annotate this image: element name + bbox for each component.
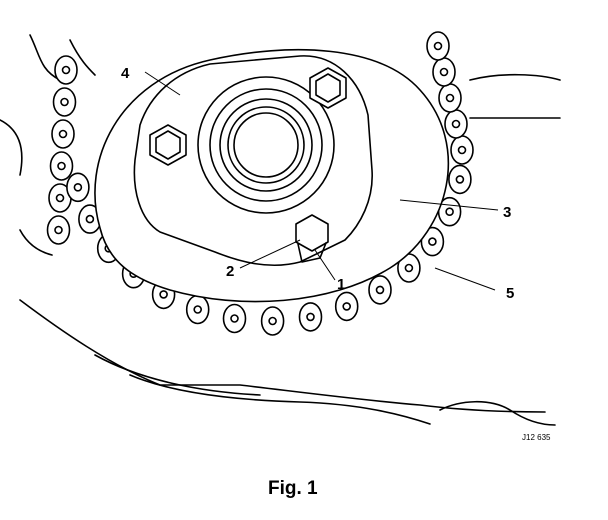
chain-pin xyxy=(230,314,239,323)
chain-pin xyxy=(455,175,465,184)
chain-pin xyxy=(306,312,315,322)
camshaft-hub xyxy=(197,76,335,214)
callout-3: 3 xyxy=(503,204,511,221)
drawing-reference: J12 635 xyxy=(522,433,551,442)
locating-dowel xyxy=(295,214,329,263)
chain-link xyxy=(51,119,75,149)
chain-link xyxy=(448,164,472,195)
chain-pin xyxy=(445,93,455,103)
chain-link xyxy=(66,172,90,203)
bolt-left xyxy=(149,124,187,166)
chain-pin xyxy=(193,305,202,314)
chain-pin xyxy=(159,290,168,299)
chain-pin xyxy=(375,285,385,295)
chain-link xyxy=(438,83,462,113)
chain-pin xyxy=(58,129,68,139)
chain-link xyxy=(444,109,468,139)
chain-link xyxy=(426,31,450,61)
chain-link xyxy=(334,291,359,322)
chain-pin xyxy=(342,302,352,311)
chain-pin xyxy=(404,263,414,273)
chain-link xyxy=(46,215,71,245)
callout-4: 4 xyxy=(121,65,130,82)
chain-pin xyxy=(85,214,95,224)
chain-pin xyxy=(73,183,83,192)
callout-2: 2 xyxy=(226,263,234,280)
chain-link xyxy=(185,294,210,325)
chain-link xyxy=(368,275,392,305)
leader-lines xyxy=(144,71,499,291)
bolt-upper-right xyxy=(309,67,347,109)
chain-link xyxy=(450,135,474,165)
chain-link xyxy=(298,302,323,332)
callout-5: 5 xyxy=(506,285,514,302)
chain-pin xyxy=(55,193,65,203)
chain-link xyxy=(49,151,74,181)
chain-pin xyxy=(428,237,437,246)
figure-caption: Fig. 1 xyxy=(268,478,318,499)
chain-link xyxy=(260,306,285,336)
chain-pin xyxy=(57,161,66,171)
retaining-plate xyxy=(133,55,373,267)
chain-link xyxy=(420,226,445,257)
chain-pin xyxy=(445,207,454,216)
chain-pin xyxy=(433,41,443,51)
chain-pin xyxy=(61,65,71,75)
chain-link xyxy=(54,55,78,85)
chain-pin xyxy=(60,97,69,107)
chain-pin xyxy=(54,225,63,235)
engine-casting xyxy=(0,34,561,426)
chain-pin xyxy=(268,316,277,326)
chain-pin xyxy=(457,145,467,155)
chain-pin xyxy=(439,67,449,77)
chain-link xyxy=(222,303,247,334)
chain-link xyxy=(432,57,456,87)
callout-1: 1 xyxy=(337,276,345,293)
chain-link xyxy=(52,87,77,117)
chain-pin xyxy=(451,119,461,129)
